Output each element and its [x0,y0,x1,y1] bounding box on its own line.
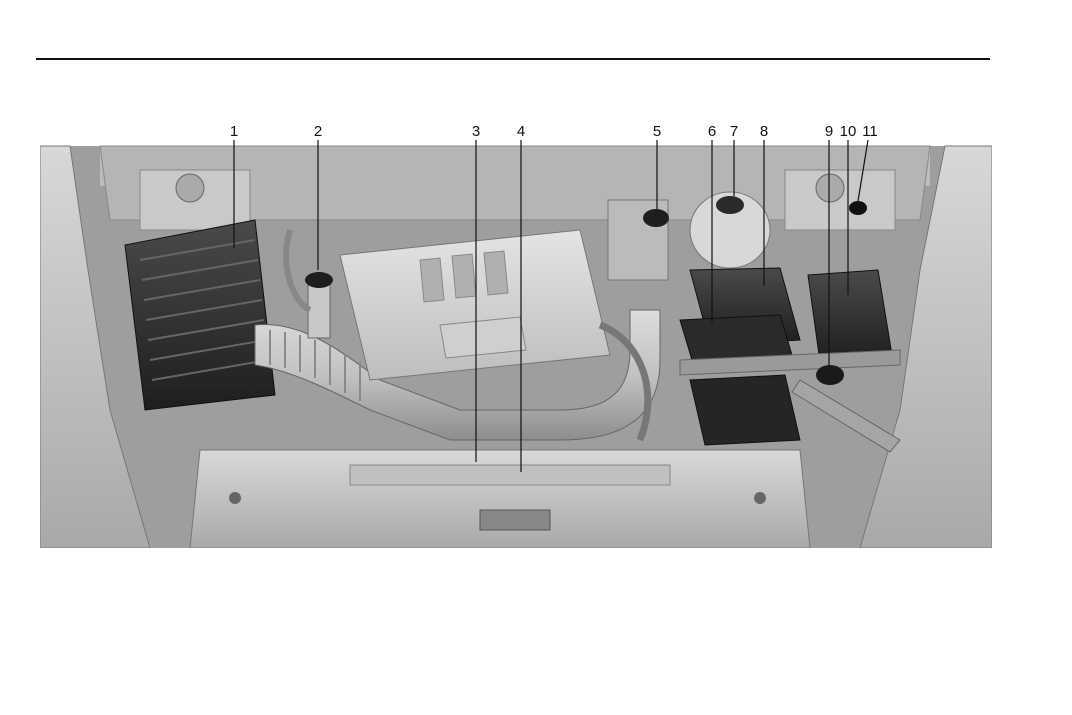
callout-4: 4 [517,123,525,140]
callout-7: 7 [730,123,738,140]
callout-5: 5 [653,123,661,140]
washer-fluid-cap [849,201,867,215]
callout-1: 1 [230,123,238,140]
callout-8: 8 [760,123,768,140]
callout-10: 10 [840,123,857,140]
callout-6: 6 [708,123,716,140]
header-rule [36,58,990,60]
air-cleaner-box [125,220,275,410]
engine-cover [340,230,610,380]
callout-9: 9 [825,123,833,140]
callout-11: 11 [862,123,878,140]
callout-3: 3 [472,123,480,140]
oil-fill-cap [305,272,333,288]
washer-fluid-box [808,270,892,362]
brake-fluid-cap [643,209,669,227]
power-steering-reservoir-cap [816,365,844,385]
coolant-cap [716,196,744,214]
engine-compartment-figure: 1 2 3 4 5 6 7 8 9 10 11 [40,110,992,548]
callout-2: 2 [314,123,322,140]
